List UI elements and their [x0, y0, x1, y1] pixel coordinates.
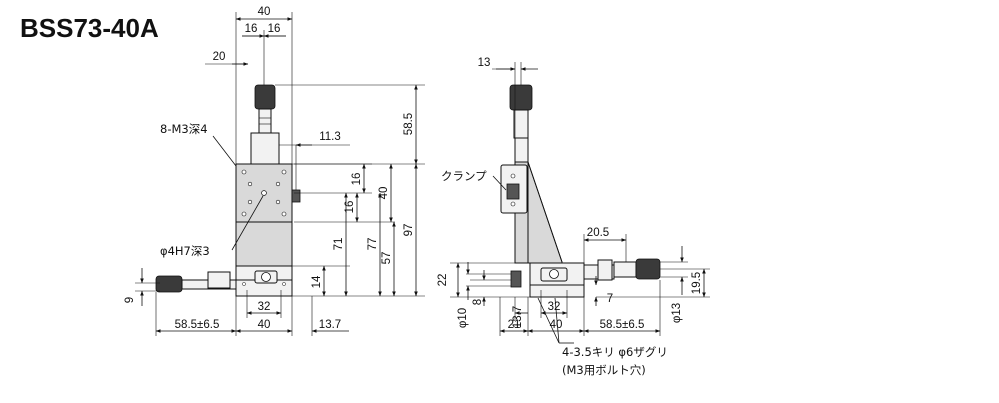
note-holes-line2: (M3用ボルト穴): [562, 363, 646, 377]
side-dimension-labels: 13 20.5 22 19.5 8 7 φ10 φ13 13.7 21 40 3…: [437, 57, 703, 377]
note-tapped-holes: 8-M3深4: [160, 122, 208, 136]
front-dimension-labels: 40 16 16 20 58.5 11.3 16 16 40 71 77 57 …: [124, 6, 415, 331]
tapped-holes: [241, 169, 287, 217]
dim-side-13-7: 13.7: [512, 306, 524, 328]
dim-side-58-5: 58.5±6.5: [600, 319, 645, 331]
dim-side-19-5: 19.5: [691, 272, 703, 294]
side-dimension-lines: [450, 62, 710, 344]
dim-b-13-7: 13.7: [319, 319, 341, 331]
page-title: BSS73-40A: [20, 13, 159, 43]
dim-v-71: 71: [333, 238, 345, 251]
front-view: 40 16 16 20 58.5 11.3 16 16 40 71 77 57 …: [124, 6, 425, 336]
dim-v-14: 14: [311, 275, 323, 288]
note-clamp: クランプ: [441, 169, 487, 183]
dim-side-32: 32: [548, 301, 561, 313]
dim-side-22: 22: [437, 274, 449, 287]
dim-v-40: 40: [378, 187, 390, 200]
side-view: 13 20.5 22 19.5 8 7 φ10 φ13 13.7 21 40 3…: [437, 57, 710, 377]
front-stage-body: [155, 84, 301, 297]
front-dimension-lines: [135, 12, 425, 336]
dim-side-20-5: 20.5: [587, 227, 609, 239]
note-pin-hole: φ4H7深3: [160, 244, 210, 258]
dim-v-57: 57: [381, 252, 393, 265]
dim-top-20: 20: [213, 51, 226, 63]
side-stage-body: [500, 84, 661, 298]
dim-v-16a: 16: [351, 173, 363, 186]
dim-side-phi13: φ13: [671, 303, 683, 323]
dim-side-13: 13: [478, 57, 491, 69]
dim-v-77: 77: [367, 238, 379, 251]
dim-top-16a: 16: [245, 23, 258, 35]
dim-side-phi10: φ10: [457, 308, 469, 328]
dim-side-7: 7: [607, 293, 613, 305]
dim-side-40: 40: [550, 319, 563, 331]
dim-b-40: 40: [258, 319, 271, 331]
dim-v-97: 97: [403, 224, 415, 237]
dim-v-16b: 16: [344, 201, 356, 214]
dim-top-16b: 16: [268, 23, 281, 35]
dim-b-58-5: 58.5±6.5: [175, 319, 220, 331]
dim-side-21: 21: [508, 319, 521, 331]
dim-top-40: 40: [258, 6, 271, 18]
dim-11-3: 11.3: [319, 131, 341, 143]
dim-side-8: 8: [472, 299, 484, 305]
dim-58-5: 58.5: [403, 113, 415, 135]
dim-b-32: 32: [258, 301, 271, 313]
note-holes-line1: 4-3.5キリ φ6ザグリ: [562, 345, 668, 359]
dim-v-9: 9: [124, 297, 136, 303]
